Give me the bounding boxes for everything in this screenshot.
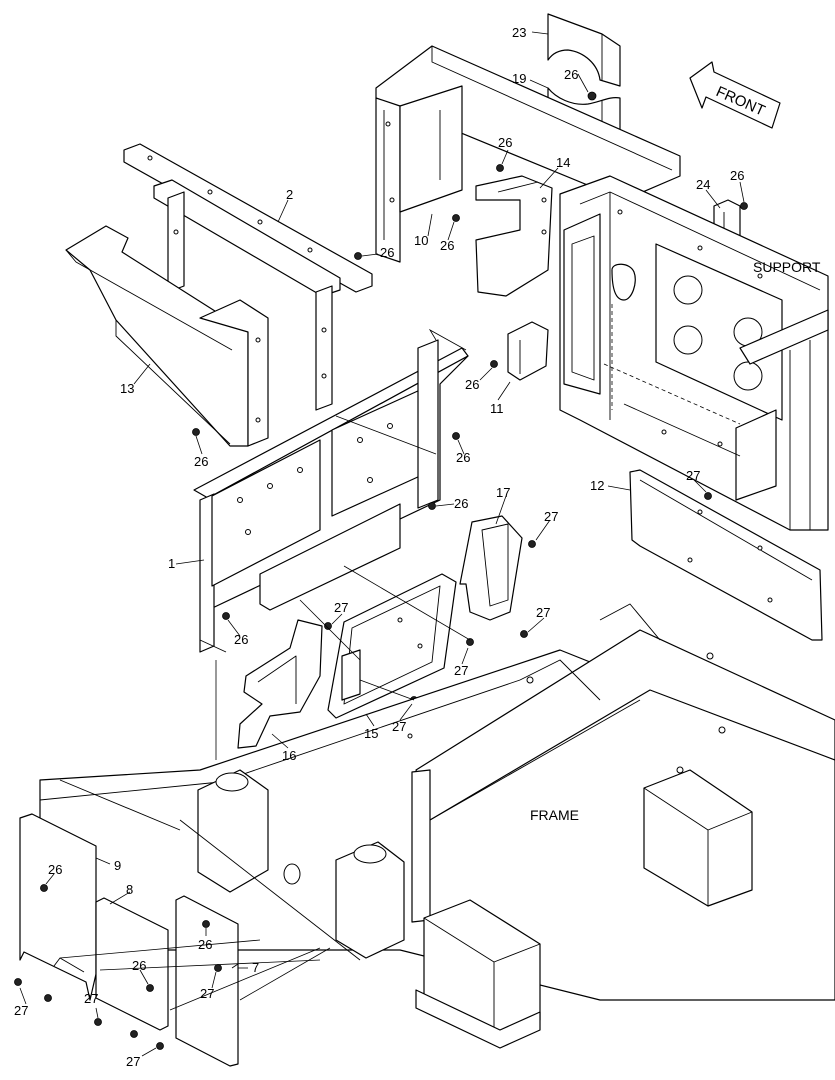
- callout-27-7a: 27: [200, 986, 214, 1001]
- callout-27-7c: 27: [126, 1054, 140, 1069]
- callout-27-15a: 27: [454, 663, 468, 678]
- bolt-26-part14: [496, 164, 504, 172]
- support-label: SUPPORT: [753, 259, 821, 275]
- part-1-bracket: [193, 339, 469, 653]
- part-23-clamp: [547, 13, 621, 87]
- part-14-bracket: [475, 175, 553, 297]
- callout-26-11: 26: [465, 377, 479, 392]
- part-8-cover: [95, 897, 169, 1031]
- callout-14: 14: [556, 155, 570, 170]
- callout-15: 15: [364, 726, 378, 741]
- callout-13: 13: [120, 381, 134, 396]
- bolt-27-part7-a: [214, 964, 222, 972]
- bolt-26-part11: [490, 360, 498, 368]
- callout-27-15b: 27: [392, 719, 406, 734]
- bolt-26-part1-c: [222, 612, 230, 620]
- frame-assembly: [39, 603, 835, 1049]
- callout-27-12: 27: [686, 468, 700, 483]
- callout-26-24: 26: [730, 168, 744, 183]
- part-12-plate: [629, 469, 823, 641]
- callout-11: 11: [490, 401, 504, 416]
- bolt-27-part17-a: [528, 540, 536, 548]
- alignment-lines: [59, 328, 471, 1011]
- bolt-27-part17-b: [520, 630, 528, 638]
- support-assembly: [559, 175, 829, 531]
- callout-26-clamp: 26: [564, 67, 578, 82]
- callout-10: 10: [414, 233, 428, 248]
- callout-9: 9: [114, 858, 121, 873]
- callout-12: 12: [590, 478, 604, 493]
- callout-27-15c: 27: [334, 600, 348, 615]
- bolt-26-part13: [192, 428, 200, 436]
- callout-26-9: 26: [48, 862, 62, 877]
- callout-2: 2: [286, 187, 293, 202]
- bolt-26-part2: [354, 252, 362, 260]
- callout-16: 16: [282, 748, 296, 763]
- callout-26-10: 26: [440, 238, 454, 253]
- bolt-27-part12: [704, 492, 712, 500]
- callout-27-17a: 27: [544, 509, 558, 524]
- callout-23: 23: [512, 25, 526, 40]
- callout-7: 7: [252, 960, 259, 975]
- callout-26-1a: 26: [456, 450, 470, 465]
- callout-26-14: 26: [498, 135, 512, 150]
- bolt-27-part15-a: [466, 638, 474, 646]
- part-11-block: [507, 321, 549, 381]
- callout-26-8: 26: [132, 958, 146, 973]
- bolt-26-part10: [452, 214, 460, 222]
- bolt-27-part7-c: [156, 1042, 164, 1050]
- callout-26-7: 26: [198, 937, 212, 952]
- callout-26-1c: 26: [234, 632, 248, 647]
- part-16-plate: [237, 619, 323, 749]
- bolt-27-part8: [94, 1018, 102, 1026]
- callout-26-13: 26: [194, 454, 208, 469]
- callout-24: 24: [696, 177, 710, 192]
- part-17-plate: [459, 515, 523, 621]
- callout-26-1b: 26: [454, 496, 468, 511]
- bolt-26-part1-a: [452, 432, 460, 440]
- part-15-plate: [327, 573, 457, 719]
- bolt-26-clamp: [587, 91, 597, 101]
- callout-27-9a: 27: [14, 1003, 28, 1018]
- callout-1: 1: [168, 556, 175, 571]
- bolt-26-part9: [40, 884, 48, 892]
- frame-label: FRAME: [530, 807, 579, 823]
- bolt-27-part9-a: [14, 978, 22, 986]
- part-13-cover: [65, 225, 269, 447]
- bolt-27-part7-b: [130, 1030, 138, 1038]
- bolt-26-part1-b: [428, 502, 436, 510]
- part-7-cover: [175, 895, 239, 1067]
- bolt-26-part7: [202, 920, 210, 928]
- bolt-26-part8: [146, 984, 154, 992]
- part-9-cover: [19, 813, 97, 1001]
- callout-27-8: 27: [84, 991, 98, 1006]
- callout-numbers: 23 19 26 26 14 26 24 2 26 10 26 13 26 26…: [14, 25, 744, 1069]
- part-2-frame: [123, 143, 373, 411]
- bolt-27-part9-b: [44, 994, 52, 1002]
- callout-17: 17: [496, 485, 510, 500]
- callout-19: 19: [512, 71, 526, 86]
- callout-26-2: 26: [380, 245, 394, 260]
- upper-rear-bracket: [375, 45, 681, 263]
- bolt-26-part24: [740, 202, 748, 210]
- bolt-27-part15-c: [324, 622, 332, 630]
- callout-leaders: [19, 31, 745, 1057]
- callout-27-17b: 27: [536, 605, 550, 620]
- callout-8: 8: [126, 882, 133, 897]
- front-arrow: FRONT: [689, 61, 781, 129]
